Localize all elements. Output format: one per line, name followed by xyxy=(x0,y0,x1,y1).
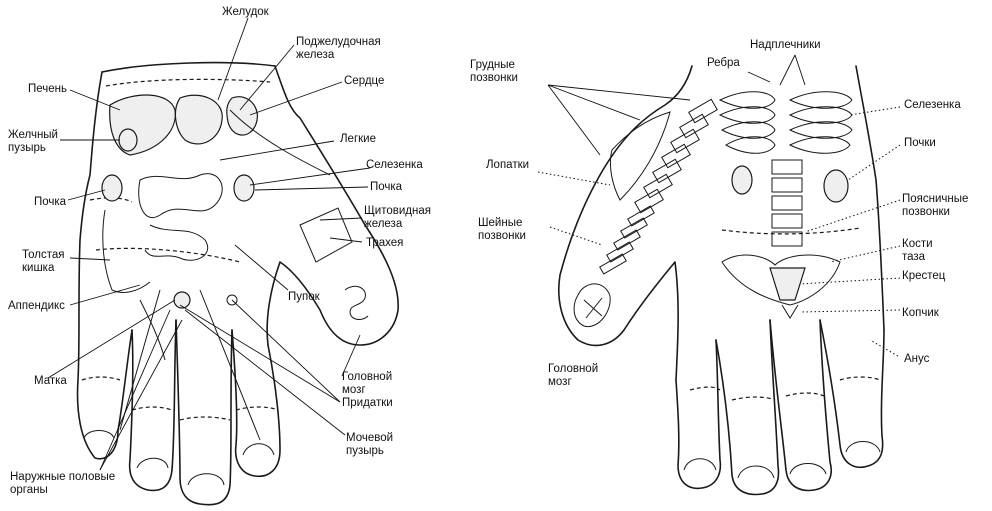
label-uterus: Матка xyxy=(34,375,67,387)
cervical-vertebrae xyxy=(599,205,655,275)
label-kidney-left: Почка xyxy=(34,196,67,208)
back-hand-drawing xyxy=(558,65,885,496)
label-spleen-back: Селезенка xyxy=(904,99,961,111)
label-stomach: Желудок xyxy=(222,6,270,18)
label-coccyx: Копчик xyxy=(902,307,940,319)
label-appendix: Аппендикс xyxy=(8,300,65,312)
label-ribs: Ребра xyxy=(707,57,740,69)
label-navel: Пупок xyxy=(288,291,321,303)
label-liver: Печень xyxy=(28,83,67,95)
label-anus: Анус xyxy=(904,353,930,365)
label-appendages: Придатки xyxy=(342,397,393,409)
label-shoulder-blades: Лопатки xyxy=(486,159,529,171)
leader-lines xyxy=(47,17,901,471)
label-heart: Сердце xyxy=(344,75,384,87)
palm-hand-drawing xyxy=(76,61,399,506)
thoracic-vertebrae xyxy=(634,98,718,214)
label-shoulders: Надплечники xyxy=(750,39,821,51)
label-kidneys: Почки xyxy=(904,137,936,149)
label-spleen: Селезенка xyxy=(366,159,423,171)
label-lungs: Легкие xyxy=(340,133,376,145)
label-trachea: Трахея xyxy=(366,237,403,249)
label-kidney-right: Почка xyxy=(370,181,403,193)
label-sacrum: Крестец xyxy=(902,270,946,282)
